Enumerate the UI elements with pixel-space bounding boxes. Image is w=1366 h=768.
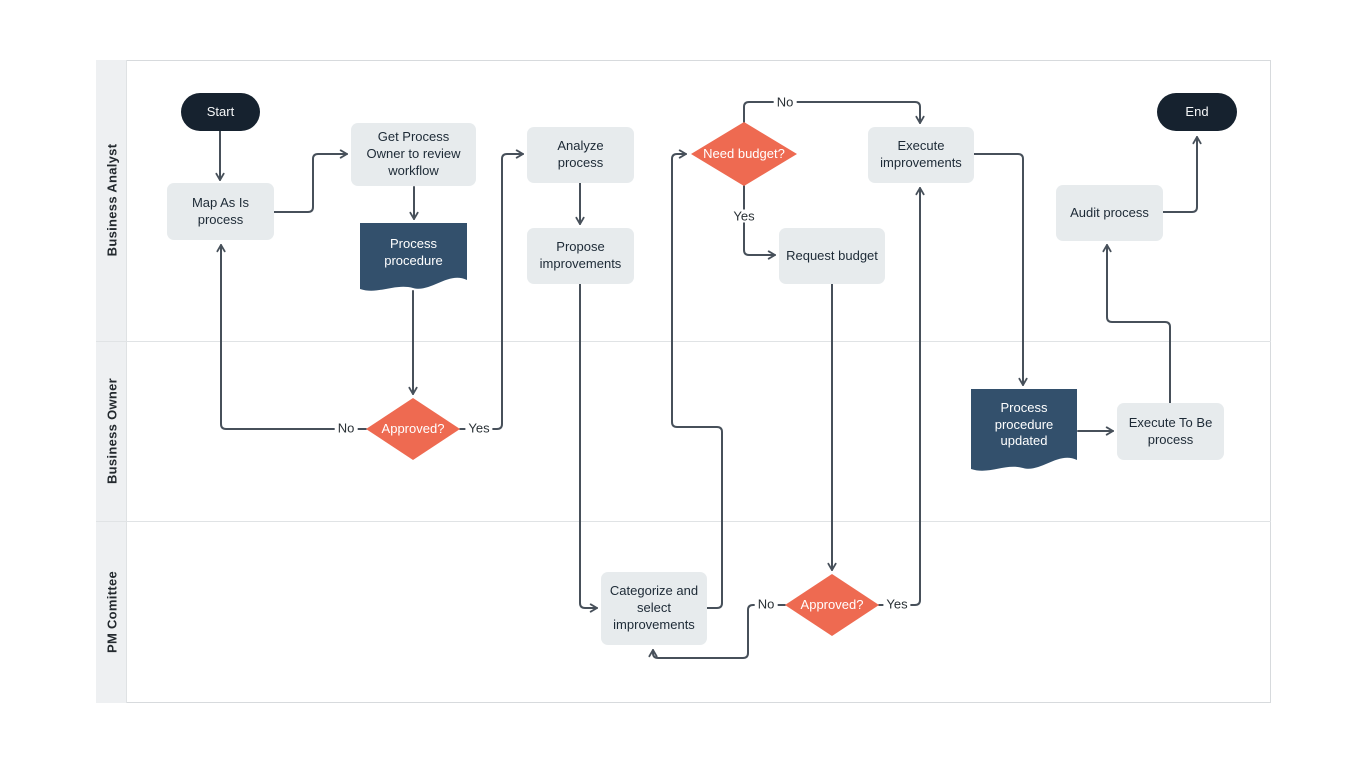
- node-request-budget: Request budget: [779, 228, 885, 284]
- edge-needbudget-no: [743, 101, 925, 124]
- edge-approved-owner-no: [216, 244, 367, 430]
- lane-label-strip: [96, 60, 127, 703]
- decision-shape-need-budget: [691, 122, 797, 186]
- edge-label-need-budget-no: No: [773, 95, 797, 109]
- node-process-procedure: Process procedure: [384, 236, 443, 268]
- document-shape-process-procedure-updated: [971, 389, 1077, 471]
- node-need-budget: Need budget?: [703, 145, 785, 161]
- node-execute-improvements: Execute improvements: [868, 127, 974, 183]
- node-analyze-process: Analyze process: [527, 127, 634, 183]
- edge-map-to-getowner: [273, 149, 348, 213]
- node-approved-committee: Approved?: [800, 596, 864, 612]
- node-categorize-select-improvements: Categorize and select improvements: [601, 572, 707, 645]
- document-shape-process-procedure: [360, 223, 467, 291]
- node-get-process-owner: Get Process Owner to review workflow: [351, 123, 476, 186]
- node-process-procedure-updated: Process procedure updated: [994, 399, 1054, 449]
- edge-label-approved-owner-no: No: [334, 421, 358, 435]
- edge-audit-to-end: [1162, 136, 1202, 213]
- edge-executetobe-to-audit: [1102, 244, 1171, 404]
- edge-label-approved-committee-no: No: [754, 597, 778, 611]
- node-end: End: [1157, 93, 1237, 131]
- edge-categorize-to-needbudget: [671, 149, 723, 609]
- edge-approved-owner-yes: [459, 149, 524, 430]
- lane-divider-2: [96, 521, 1271, 522]
- edge-propose-to-categorize: [579, 283, 598, 613]
- edge-label-approved-owner-yes: Yes: [465, 421, 493, 435]
- edge-approved-committee-no: [648, 604, 786, 659]
- node-propose-improvements: Propose improvements: [527, 228, 634, 284]
- edge-execute-to-procdocupd: [973, 153, 1028, 386]
- lane-divider-1: [96, 341, 1271, 342]
- edge-label-approved-committee-yes: Yes: [883, 597, 911, 611]
- node-audit-process: Audit process: [1056, 185, 1163, 241]
- node-approved-owner: Approved?: [381, 420, 445, 436]
- node-execute-to-be-process: Execute To Be process: [1117, 403, 1224, 460]
- node-start: Start: [181, 93, 260, 131]
- edge-approved-committee-yes: [878, 187, 925, 606]
- decision-shape-approved-owner: [366, 398, 460, 460]
- edge-needbudget-yes: [743, 185, 776, 260]
- edge-label-need-budget-yes: Yes: [730, 209, 758, 223]
- decision-shape-approved-committee: [785, 574, 879, 636]
- node-map-as-is-process: Map As Is process: [167, 183, 274, 240]
